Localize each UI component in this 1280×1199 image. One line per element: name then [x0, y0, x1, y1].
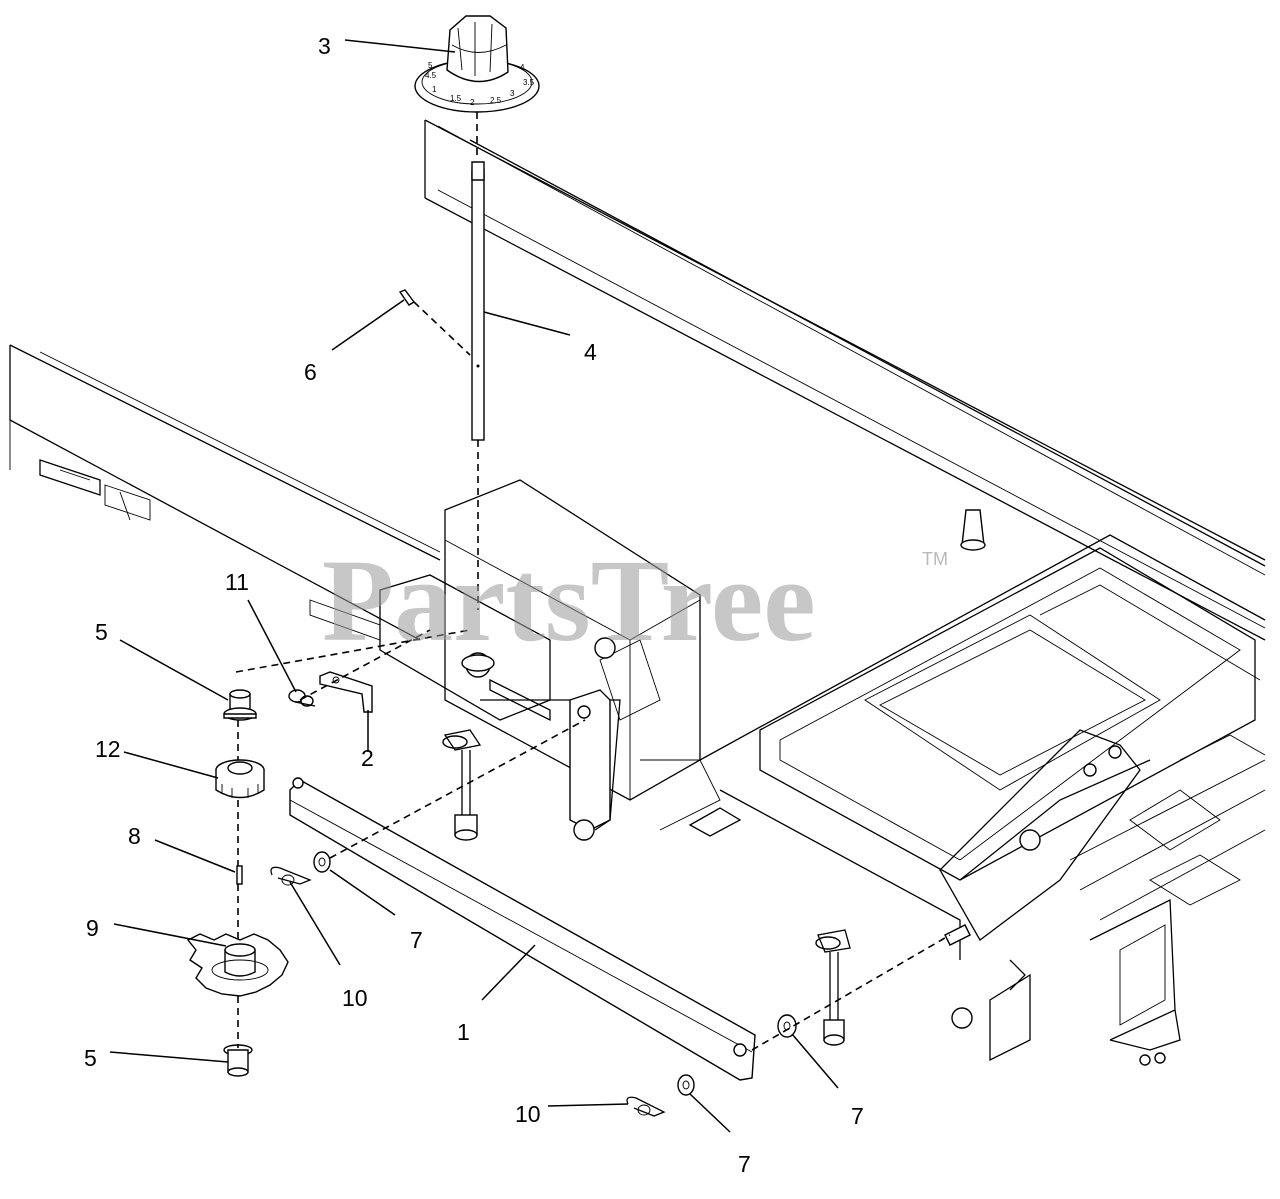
callout-7-left: 7 — [410, 927, 423, 953]
rear-frame-rail — [424, 119, 1266, 641]
dial-mark-9: 5 — [428, 61, 433, 70]
sprocket-nut — [215, 759, 265, 799]
bracket — [319, 671, 373, 713]
washer-bottom — [677, 1074, 695, 1096]
key — [236, 865, 243, 885]
callout-2: 2 — [361, 745, 374, 771]
bushing-upper — [223, 689, 257, 721]
bolt — [288, 689, 316, 707]
frame-stud — [960, 509, 986, 551]
callout-9: 9 — [86, 915, 99, 941]
dial-mark-3: 2 — [470, 98, 475, 107]
hairpin-clip-upper — [270, 866, 312, 886]
callout-10-lower: 10 — [515, 1101, 541, 1127]
dial-mark-7: 4 — [520, 63, 525, 72]
bushing-lower — [223, 1044, 253, 1077]
left-frame-rail — [9, 344, 441, 641]
callout-5-lower: 5 — [84, 1045, 97, 1071]
leader-lines — [109, 39, 839, 1133]
watermark-trademark: TM — [922, 549, 948, 569]
sprocket — [186, 933, 289, 997]
height-adjust-shaft — [471, 161, 485, 441]
dial-mark-4: 2.5 — [490, 96, 502, 105]
dial-mark-5: 3 — [510, 89, 515, 98]
callout-5-upper: 5 — [95, 619, 108, 645]
callout-6: 6 — [304, 359, 317, 385]
right-lift-pin — [815, 924, 971, 1046]
callout-3: 3 — [318, 33, 331, 59]
washer-right — [777, 1014, 797, 1038]
dial-mark-6: 3.5 — [523, 78, 535, 87]
callout-1: 1 — [457, 1019, 470, 1045]
left-lift-pin — [442, 729, 482, 841]
dial-mark-8: 4.5 — [425, 71, 437, 80]
callout-11: 11 — [225, 569, 249, 595]
callout-8: 8 — [128, 823, 141, 849]
link-bar — [289, 777, 756, 1081]
roll-pin — [398, 289, 416, 306]
assembly-lines — [235, 112, 951, 1051]
hairpin-clip-lower — [626, 1096, 666, 1117]
height-adjust-knob: 1 1.5 2 2.5 3 3.5 4 4.5 5 — [414, 15, 540, 113]
callout-12: 12 — [95, 736, 121, 762]
watermark-text: PartsTree — [322, 535, 816, 666]
washer-left — [313, 851, 331, 873]
dial-mark-1: 1 — [432, 85, 437, 94]
callout-4: 4 — [584, 339, 597, 365]
callout-10-upper: 10 — [342, 985, 368, 1011]
callout-7-bottom: 7 — [738, 1151, 751, 1177]
mower-deck-frame — [699, 534, 1266, 1066]
dial-mark-2: 1.5 — [450, 94, 462, 103]
callout-7-right: 7 — [851, 1103, 864, 1129]
